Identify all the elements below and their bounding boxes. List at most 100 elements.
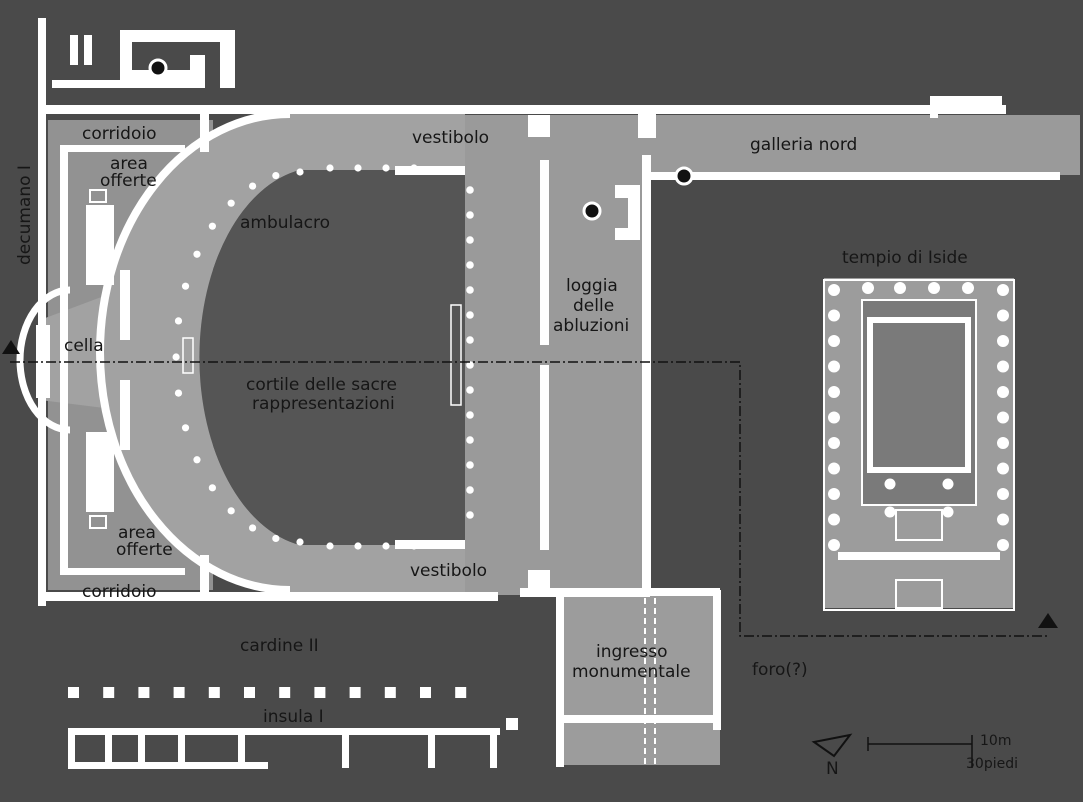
- temple-column: [997, 360, 1009, 373]
- label-area-offerte-bottom-2: offerte: [116, 540, 173, 560]
- ambulacro-floor: [98, 112, 465, 592]
- temple-column: [997, 309, 1009, 322]
- corridoio-south-wall: [60, 568, 185, 575]
- north-arrow-icon: [811, 733, 853, 758]
- offerte-block-n: [86, 205, 114, 285]
- column: [181, 424, 190, 432]
- temple-column: [942, 506, 954, 518]
- cella-wall-n: [120, 270, 130, 340]
- cistern-icon: [582, 201, 602, 221]
- column: [466, 386, 474, 394]
- temple-column: [894, 282, 906, 294]
- temple-column: [997, 513, 1009, 526]
- column: [466, 186, 474, 194]
- ingresso-west-wall: [556, 592, 564, 767]
- column: [193, 250, 201, 258]
- vestibolo-wall-n: [395, 166, 465, 175]
- south-wall: [46, 592, 498, 601]
- galleria-south-wall: [650, 172, 1060, 180]
- column: [466, 361, 474, 369]
- column: [272, 534, 280, 543]
- tempio-inner-wall: [867, 317, 971, 473]
- label-tempio: tempio di Iside: [842, 248, 968, 268]
- column: [296, 168, 304, 176]
- ingresso-monumentale: [556, 588, 721, 768]
- cella-curve: [16, 286, 71, 434]
- label-ambulacro: ambulacro: [240, 213, 330, 233]
- column: [354, 164, 362, 172]
- label-corridoio-bottom: corridoio: [82, 582, 156, 602]
- temple-column: [997, 488, 1009, 500]
- offerte-block-s: [86, 432, 114, 512]
- temple-column: [828, 462, 840, 475]
- insula-pier: [208, 687, 220, 698]
- loggia-spine-north: [540, 160, 549, 345]
- label-area-offerte-top-2: offerte: [100, 171, 157, 191]
- label-loggia-3: abluzioni: [553, 316, 629, 336]
- insula-pier: [455, 687, 467, 698]
- column: [382, 542, 390, 550]
- temple-column: [997, 411, 1009, 424]
- section-marker-east-icon: [1038, 613, 1058, 628]
- insula-portico: [68, 687, 467, 698]
- temple-column: [997, 437, 1009, 449]
- column: [248, 182, 257, 190]
- tempio-front-steps: [895, 579, 943, 609]
- column: [466, 211, 474, 219]
- label-area-offerte-bottom-1: area: [118, 523, 156, 543]
- ingresso-north-wall: [612, 588, 720, 596]
- walls: [16, 18, 1060, 606]
- colonnade: [172, 164, 474, 550]
- label-vestibolo-bottom: vestibolo: [410, 561, 487, 581]
- service-wall-a: [70, 35, 78, 65]
- cella-wall-s: [120, 380, 130, 450]
- temple-column: [828, 335, 840, 347]
- insula-pier: [314, 687, 326, 698]
- loggia-spine-south: [540, 365, 549, 550]
- insula-pier: [420, 687, 431, 698]
- label-insula: insula I: [263, 707, 324, 727]
- column: [466, 286, 474, 294]
- temple-column: [997, 462, 1009, 475]
- temple-column: [862, 282, 874, 294]
- steps-west: [182, 337, 194, 374]
- section-marker-west-icon: [2, 340, 20, 354]
- tempio-cella: [861, 299, 977, 506]
- tempio-outline: [823, 279, 1015, 611]
- column: [466, 461, 474, 469]
- temple-column: [828, 437, 840, 449]
- insula-pier: [173, 687, 185, 698]
- label-vestibolo-top: vestibolo: [412, 128, 489, 148]
- north-wall-step: [930, 96, 1002, 105]
- temple-column: [884, 506, 896, 518]
- column: [326, 542, 334, 550]
- insula-wall: [490, 728, 497, 768]
- column: [227, 507, 235, 515]
- label-corridoio-top: corridoio: [82, 124, 156, 144]
- vestibolo-pier-n2: [638, 108, 656, 138]
- column: [382, 164, 390, 172]
- temple-column: [928, 282, 940, 294]
- north-wall: [46, 105, 1006, 114]
- west-inner-wall: [60, 145, 68, 575]
- temple-column: [828, 513, 840, 526]
- tempio-steps: [895, 509, 943, 541]
- column: [174, 389, 183, 397]
- service-wall-c: [52, 80, 122, 88]
- insula-pier: [138, 687, 150, 698]
- insula-south-wall: [68, 762, 268, 769]
- column: [466, 411, 474, 419]
- label-area-offerte-top-1: area: [110, 154, 148, 174]
- temple-column: [962, 282, 974, 294]
- column: [193, 456, 201, 464]
- temple-column: [828, 539, 840, 551]
- label-cortile-1: cortile delle sacre: [246, 375, 397, 395]
- temple-column: [997, 284, 1009, 296]
- corridor-stub-s: [200, 555, 209, 595]
- tempio-di-iside: [823, 279, 1015, 611]
- temple-column: [828, 488, 840, 500]
- ingresso-floor: [560, 595, 720, 765]
- label-north: N: [826, 759, 839, 779]
- corridoio-north-wall: [60, 145, 185, 152]
